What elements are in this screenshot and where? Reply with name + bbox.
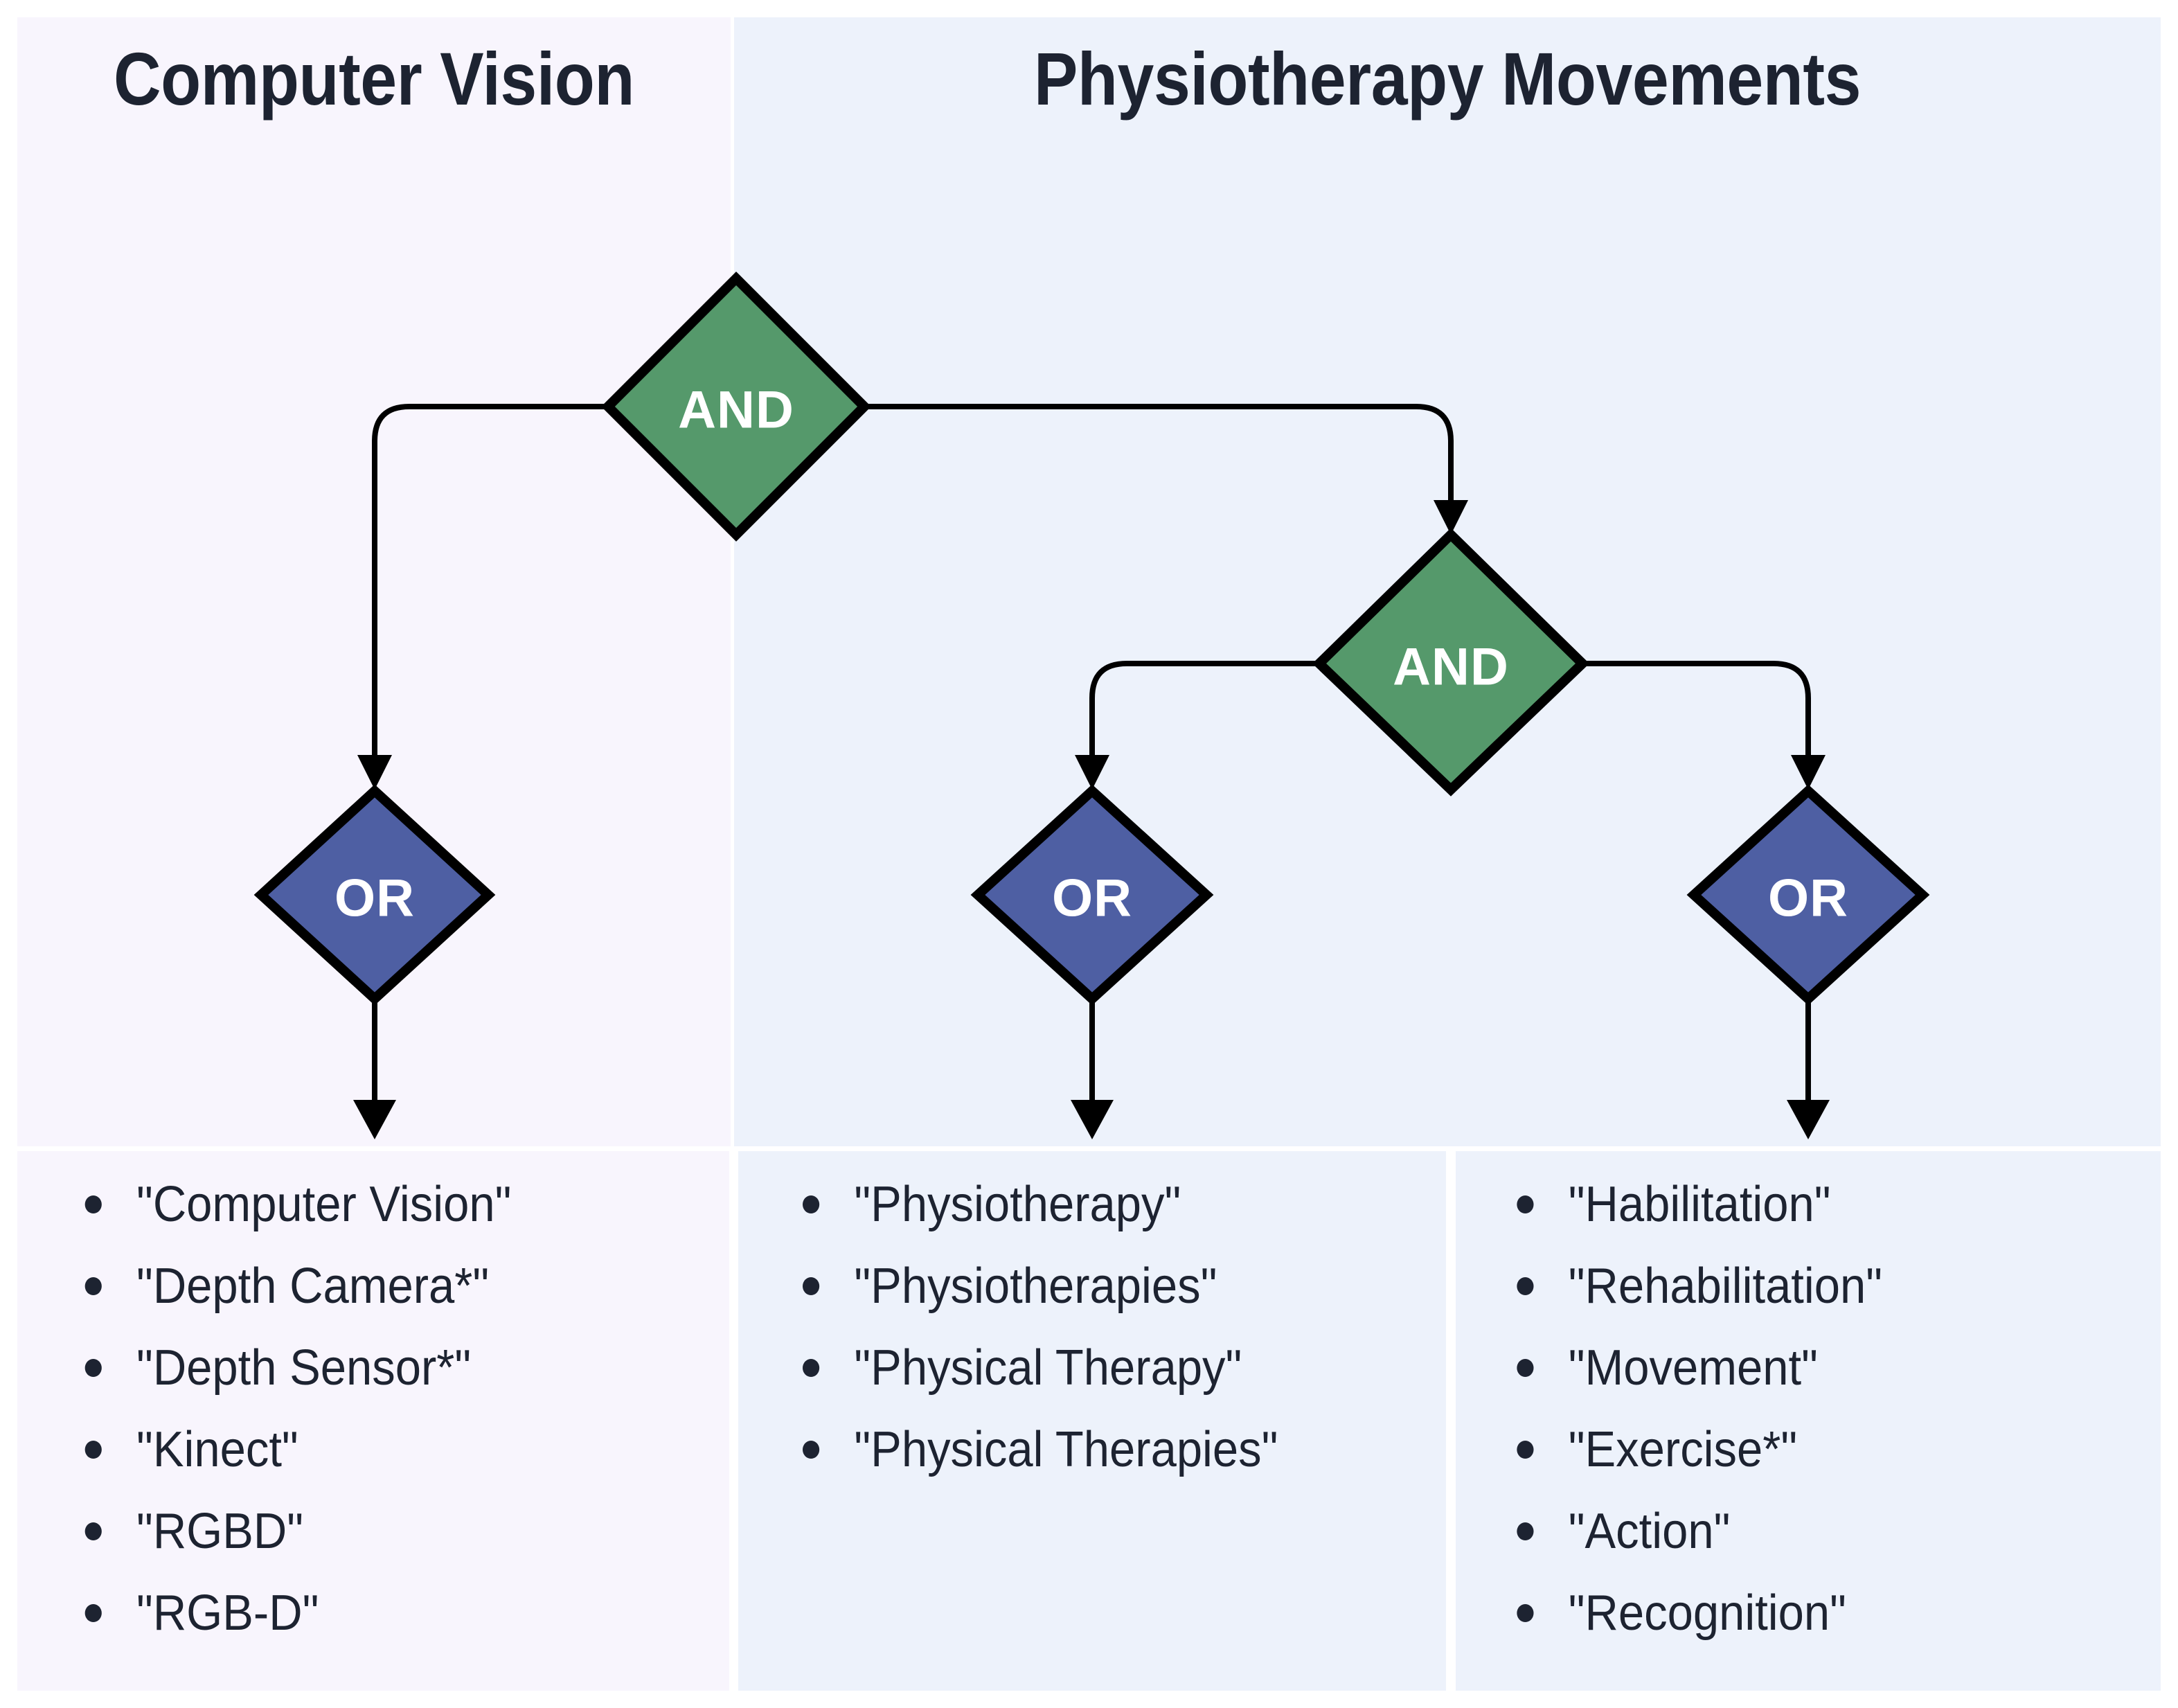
bullet-icon <box>1517 1277 1534 1295</box>
term-label: "Kinect" <box>136 1422 298 1477</box>
term-item: "Physiotherapies" <box>738 1245 1396 1327</box>
and-right-diamond <box>1312 528 1590 797</box>
arrowhead-and-root-to-or-cv <box>357 755 392 790</box>
term-label: "Depth Camera*" <box>136 1258 490 1314</box>
term-group-physiotherapy: "Physiotherapy" "Physiotherapies" "Physica… <box>738 1151 1446 1691</box>
term-label: "Computer Vision" <box>136 1177 512 1232</box>
node-or-physiotherapy[interactable]: OR <box>970 784 1214 1006</box>
bullet-icon <box>84 1277 102 1295</box>
bullet-icon <box>1517 1441 1534 1459</box>
and-root-label: AND <box>678 381 794 440</box>
node-or-movement[interactable]: OR <box>1686 784 1930 1006</box>
term-item: "Physical Therapies" <box>738 1409 1396 1491</box>
term-group-movement: "Habilitation" "Rehabilitation" "Movement"… <box>1456 1151 2161 1691</box>
term-label: "Physiotherapies" <box>854 1258 1217 1314</box>
arrowhead-or-move-to-terms <box>1787 1100 1830 1139</box>
term-label: "Physiotherapy" <box>854 1177 1181 1232</box>
term-item: "Action" <box>1456 1491 2112 1572</box>
or-cv-diamond <box>253 784 496 1006</box>
bullet-icon <box>84 1359 102 1377</box>
bullet-icon <box>1517 1522 1534 1540</box>
bullet-icon <box>84 1195 102 1213</box>
edge-and-right-to-or-move <box>1582 661 1811 758</box>
term-item: "Rehabilitation" <box>1456 1245 2112 1327</box>
term-label: "RGB-D" <box>136 1585 319 1641</box>
term-item: "RGB-D" <box>17 1572 679 1654</box>
or-physio-label: OR <box>1052 869 1132 928</box>
bullet-icon <box>84 1604 102 1622</box>
arrowhead-or-cv-to-terms <box>353 1100 396 1139</box>
term-item: "Habilitation" <box>1456 1164 2112 1245</box>
or-physio-diamond <box>970 784 1214 1006</box>
and-root-diamond <box>601 272 871 542</box>
arrowhead-and-root-to-and-right <box>1434 500 1468 535</box>
term-label: "RGBD" <box>136 1504 304 1559</box>
arrowhead-or-physio-to-terms <box>1071 1100 1114 1139</box>
and-right-label: AND <box>1393 638 1509 697</box>
bullet-icon <box>84 1441 102 1459</box>
node-and-root[interactable]: AND <box>601 272 871 542</box>
term-label: "Exercise*" <box>1568 1422 1798 1477</box>
term-item: "RGBD" <box>17 1491 679 1572</box>
term-label: "Physical Therapy" <box>854 1340 1242 1396</box>
term-label: "Recognition" <box>1568 1585 1846 1641</box>
term-item: "Exercise*" <box>1456 1409 2112 1491</box>
term-label: "Depth Sensor*" <box>136 1340 472 1396</box>
term-list-movement: "Habilitation" "Rehabilitation" "Movement"… <box>1456 1164 2161 1654</box>
term-group-computer-vision: "Computer Vision" "Depth Camera*" "Depth S… <box>17 1151 729 1691</box>
column-title-physiotherapy-movements: Physiotherapy Movements <box>1033 37 1862 121</box>
term-item: "Recognition" <box>1456 1572 2112 1654</box>
bullet-icon <box>803 1441 820 1459</box>
term-label: "Rehabilitation" <box>1568 1258 1883 1314</box>
bullet-icon <box>803 1359 820 1377</box>
term-item: "Computer Vision" <box>17 1164 679 1245</box>
term-label: "Movement" <box>1568 1340 1818 1396</box>
edge-and-root-to-and-right <box>866 404 1454 506</box>
edge-and-right-to-or-physio <box>1089 661 1319 758</box>
or-move-label: OR <box>1768 869 1848 928</box>
bullet-icon <box>1517 1604 1534 1622</box>
or-move-diamond <box>1686 784 1930 1006</box>
bullet-icon <box>84 1522 102 1540</box>
or-cv-label: OR <box>334 869 415 928</box>
term-item: "Movement" <box>1456 1327 2112 1409</box>
term-label: "Habilitation" <box>1568 1177 1831 1232</box>
node-or-computer-vision[interactable]: OR <box>253 784 496 1006</box>
term-item: "Kinect" <box>17 1409 679 1491</box>
term-list-physiotherapy: "Physiotherapy" "Physiotherapies" "Physica… <box>738 1164 1446 1491</box>
bullet-icon <box>1517 1195 1534 1213</box>
term-item: "Depth Camera*" <box>17 1245 679 1327</box>
term-item: "Physiotherapy" <box>738 1164 1396 1245</box>
column-title-computer-vision: Computer Vision <box>113 37 635 121</box>
term-list-computer-vision: "Computer Vision" "Depth Camera*" "Depth S… <box>17 1164 729 1654</box>
bullet-icon <box>803 1195 820 1213</box>
term-item: "Physical Therapy" <box>738 1327 1396 1409</box>
bullet-icon <box>803 1277 820 1295</box>
arrowhead-and-right-to-or-physio <box>1075 755 1109 790</box>
term-item: "Depth Sensor*" <box>17 1327 679 1409</box>
arrowhead-and-right-to-or-move <box>1791 755 1826 790</box>
edge-and-root-to-or-cv <box>372 404 608 758</box>
node-and-right[interactable]: AND <box>1312 528 1590 797</box>
bullet-icon <box>1517 1359 1534 1377</box>
term-label: "Action" <box>1568 1504 1731 1559</box>
term-label: "Physical Therapies" <box>854 1422 1278 1477</box>
